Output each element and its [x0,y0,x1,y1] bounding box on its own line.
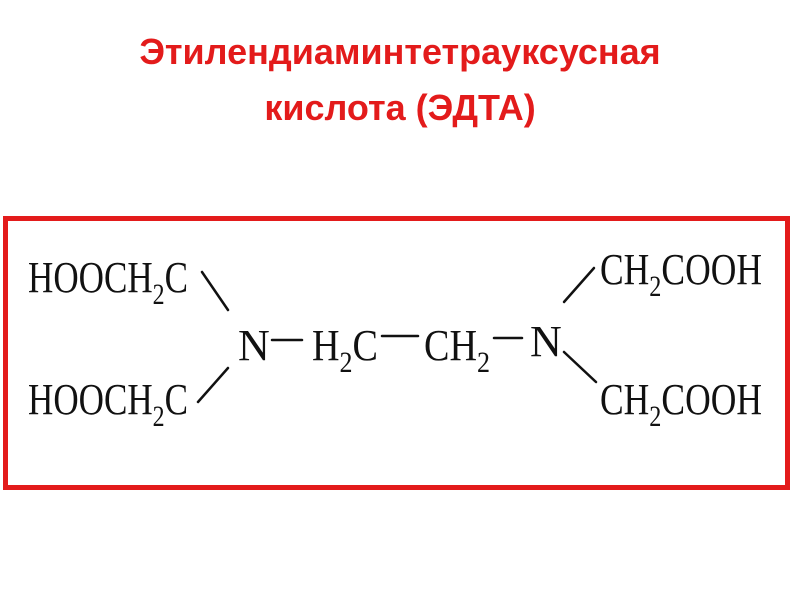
bridge-left-main: H [312,321,340,370]
title-line-1: Этилендиаминтетрауксусная [139,31,661,72]
group-top-left-subscript: 2 [153,278,165,311]
group-bottom-left-tail: C [165,375,188,424]
group-bottom-right: CH2COOH [600,375,762,433]
group-top-right-tail: COOH [661,245,762,294]
group-bottom-right-tail: COOH [661,375,762,424]
group-bottom-left-main: HOOCH [28,375,153,424]
group-top-right-subscript: 2 [649,270,661,303]
formula-frame [3,216,790,490]
group-bottom-right-subscript: 2 [649,400,661,433]
group-top-left: HOOCH2C [28,253,188,311]
group-bottom-right-main: CH [600,375,649,424]
group-bottom-left-subscript: 2 [153,400,165,433]
group-top-left-main: HOOCH [28,253,153,302]
bond-bottom-left-to-n [196,366,230,404]
bond-top-left-to-n [200,270,230,312]
group-top-left-tail: C [165,253,188,302]
bridge-left-tail: C [353,321,378,370]
bridge-left: H2C [312,321,378,379]
nitrogen-right: N [530,317,562,366]
group-top-right-main: CH [600,245,649,294]
bond-n-to-top-right [562,266,596,304]
group-bottom-left: HOOCH2C [28,375,188,433]
group-top-right: CH2COOH [600,245,762,303]
bridge-right-main: CH [424,321,477,370]
bridge-left-subscript: 2 [340,346,353,379]
bond-n-to-bottom-right [562,350,598,384]
nitrogen-left: N [238,321,270,370]
title-line-2: кислота (ЭДТА) [264,87,536,128]
slide-title: Этилендиаминтетрауксусная кислота (ЭДТА) [0,24,800,136]
bridge-right: CH2 [424,321,490,379]
bridge-right-subscript: 2 [477,346,490,379]
